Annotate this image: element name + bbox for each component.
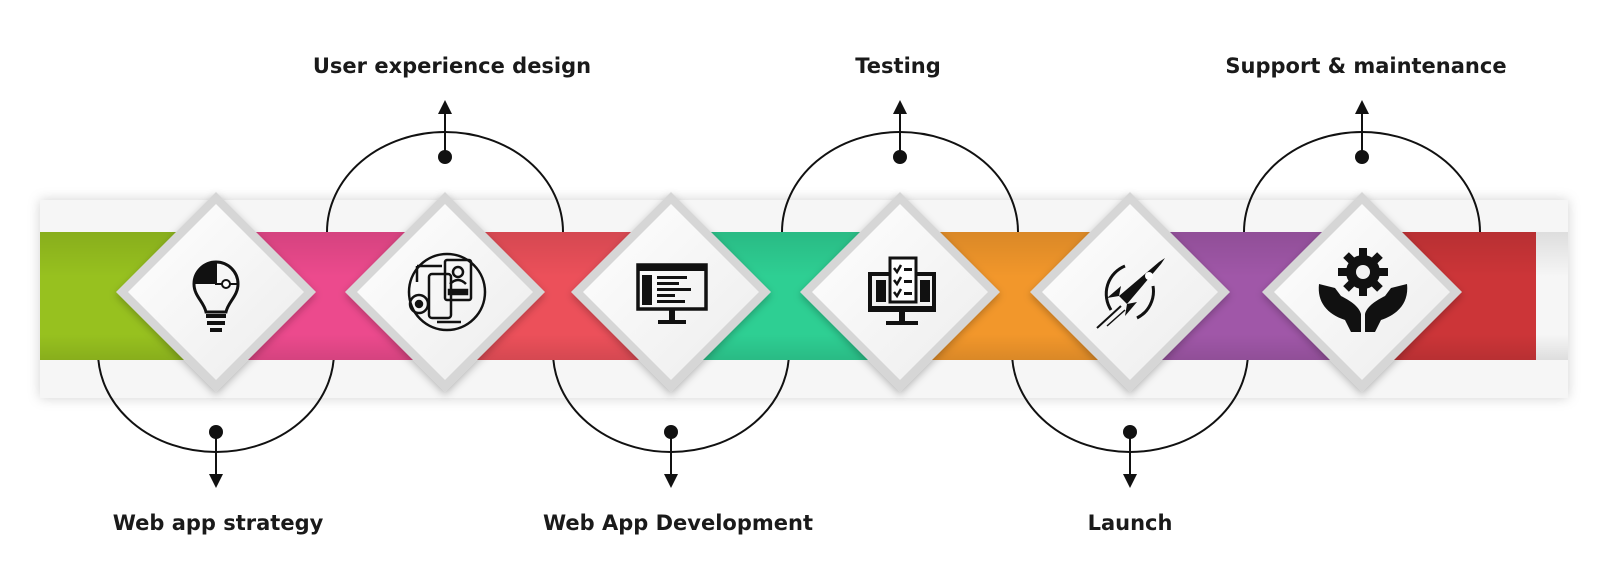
- arrow-head-icon: [1123, 474, 1137, 488]
- rocket-icon: [1096, 258, 1165, 329]
- step-diamond-3: [571, 192, 771, 392]
- ux-design-icon: [407, 252, 487, 332]
- hands-gear-icon: [1318, 248, 1408, 332]
- monitor-code-icon: [636, 263, 708, 324]
- step-label-6: Support & maintenance: [1225, 54, 1507, 78]
- step-label-2: User experience design: [312, 54, 592, 78]
- arrow-head-icon: [1355, 100, 1369, 114]
- step-label-1: Web app strategy: [112, 511, 324, 535]
- step-label-3: Web App Development: [542, 511, 814, 535]
- step-diamond-1: [116, 192, 316, 392]
- lightbulb-puzzle-icon: [192, 260, 240, 332]
- monitor-checklist-icon: [868, 256, 936, 325]
- step-pointers: [209, 100, 1369, 488]
- step-label-4: Testing: [855, 54, 941, 78]
- step-label-5: Launch: [1087, 511, 1173, 535]
- arrow-head-icon: [209, 474, 223, 488]
- arrow-head-icon: [893, 100, 907, 114]
- arrow-head-icon: [438, 100, 452, 114]
- arrow-head-icon: [664, 474, 678, 488]
